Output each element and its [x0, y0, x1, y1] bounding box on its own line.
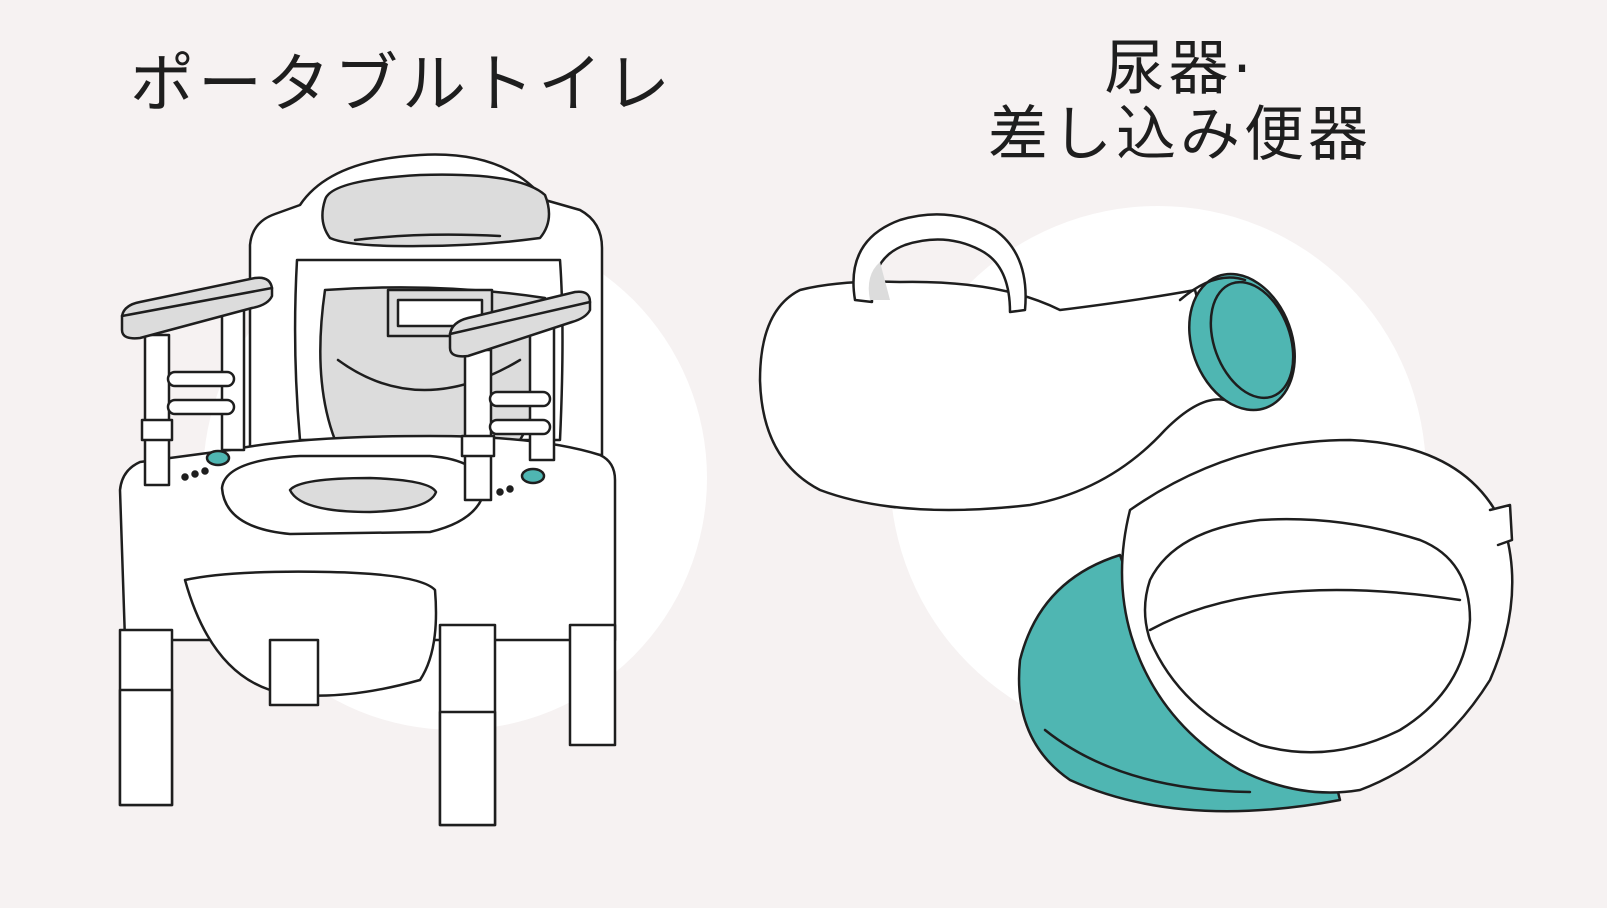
urinal-icon [758, 213, 1296, 512]
portable-toilet-icon [118, 153, 617, 827]
bedpan-title-line: 差し込み便器 [988, 100, 1372, 170]
bedpan-icon [1017, 438, 1514, 813]
urinal-bedpan-title: 尿器· 差し込み便器 [960, 36, 1400, 168]
portable-toilet-title: ポータブルトイレ [130, 48, 674, 122]
urinal-title-line: 尿器· [1104, 34, 1256, 104]
